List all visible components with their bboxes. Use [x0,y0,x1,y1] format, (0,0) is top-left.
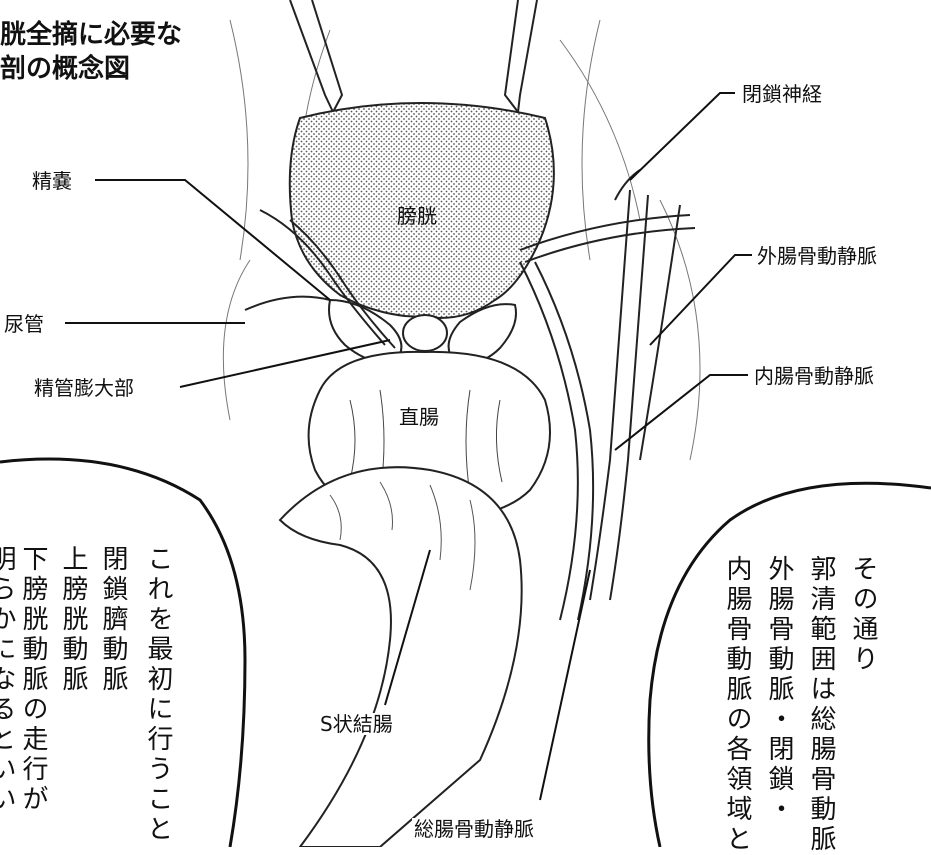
left-bubble-line: 明らかになるといい [0,545,14,815]
diagram-title-line1: 胱全摘に必要な [0,14,182,51]
right-bubble-line: 内腸骨動脈の各領域と [724,555,750,855]
right-bubble-line: その通り [850,555,876,675]
label-rectum: 直腸 [397,406,441,428]
label-ureter: 尿管 [2,313,46,335]
right-bubble-line: 外腸骨動脈・閉鎖・ [766,555,792,825]
label-external-iliac: 外腸骨動静脈 [755,245,879,267]
left-bubble-line: これを最初に行うこと [145,545,171,845]
label-bladder: 膀胱 [395,205,439,227]
label-seminal-vesicle: 精嚢 [30,170,74,192]
left-bubble-line: 閉鎖臍動脈 [100,545,126,695]
diagram-title-line2: 剖の概念図 [0,48,130,85]
left-bubble-line: 上膀胱動脈 [60,545,86,695]
sigmoid-shape [280,467,522,847]
retractors [290,0,537,112]
label-internal-iliac: 内腸骨動静脈 [752,365,876,387]
label-sigmoid: S状結腸 [318,713,395,735]
label-common-iliac: 総腸骨動静脈 [412,818,536,840]
label-ampulla: 精管膨大部 [32,377,136,399]
right-bubble-line: 郭清範囲は総腸骨動脈 [808,555,834,855]
left-bubble-line: 下膀胱動脈の走行が [20,545,46,815]
label-obturator-nerve: 閉鎖神経 [740,83,824,105]
